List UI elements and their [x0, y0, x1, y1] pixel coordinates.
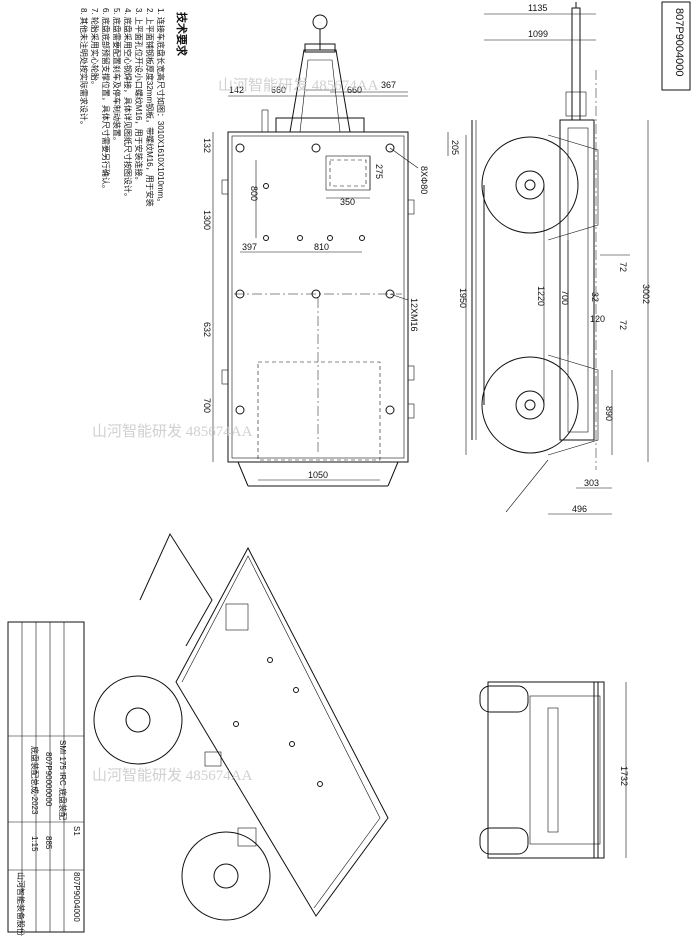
title-block-scale: 1:15	[30, 836, 39, 852]
title-block-name: 底盘装配总成-2023	[30, 746, 40, 815]
plan-dim-632: 632	[202, 322, 212, 337]
title-block-model: SMI 175 IRC 底盘装配	[58, 740, 68, 820]
plan-dim-700: 700	[202, 398, 212, 413]
isometric-view	[93, 532, 389, 921]
plan-dim-275: 275	[374, 164, 384, 179]
watermark-2: 山河智能研发 485674AA	[92, 422, 253, 440]
tech-req-item-2: 2. 上平面铺钢板厚度32mm钢板，带螺纹M16，用于安装	[145, 8, 155, 207]
tech-req-item-4: 4. 底盘采用空心钢焊接，具体详见图纸尺寸按图设计。	[123, 8, 133, 201]
title-block-drawing-no: 807P9004000	[72, 872, 81, 922]
side-dim-1135: 1135	[528, 3, 547, 13]
side-dim-700: 700	[560, 290, 570, 305]
technical-requirements: 技术要求 1. 连接车底盘长宽高尺寸如图：3010X1610X1010mm。 2…	[79, 8, 189, 207]
plan-hole-callout-b: 12XM16	[409, 298, 419, 332]
end-view: 1732	[479, 681, 629, 859]
title-block-weight: 885	[44, 836, 53, 850]
side-view: 1135 1099 72 32 120 72 700 1220 1950 300…	[458, 2, 651, 515]
side-dim-3002: 3002	[641, 284, 651, 304]
side-dim-1950: 1950	[458, 288, 468, 308]
plan-dim-810: 810	[314, 242, 329, 252]
plan-dim-1300: 1300	[202, 210, 212, 230]
side-dim-1099: 1099	[528, 29, 548, 39]
title-block-drawing-no-small: 807P90000000	[44, 752, 53, 807]
plan-dim-350: 350	[340, 197, 355, 207]
plan-dim-660b: 660	[347, 85, 362, 95]
tech-req-item-3: 3. 上平面孔位开设小口螺纹M16，用于安装连接。	[134, 8, 144, 184]
tech-req-item-7: 7. 轮胎采用实心轮胎。	[90, 8, 100, 89]
tech-req-title: 技术要求	[175, 12, 189, 57]
plan-dim-800: 800	[249, 186, 259, 201]
title-block-sheet: S1	[72, 826, 81, 836]
drawing-number-box: 807P9004000	[661, 1, 691, 91]
plan-dim-142: 142	[229, 85, 244, 95]
side-dim-72a: 72	[618, 262, 628, 272]
plan-dim-1050: 1050	[308, 470, 328, 480]
side-dim-32: 32	[590, 292, 600, 302]
side-dim-72b: 72	[618, 320, 628, 330]
plan-dim-132: 132	[202, 138, 212, 153]
tech-req-item-5: 5. 底盘需要配置刹车及停车制动装置。	[112, 8, 122, 145]
side-dim-303: 303	[584, 478, 599, 488]
drawing-number: 807P9004000	[673, 8, 685, 77]
side-dim-496: 496	[572, 504, 587, 514]
plan-dim-367: 367	[381, 80, 396, 90]
watermark-3: 山河智能研发 485674AA	[92, 766, 253, 784]
tech-req-item-6: 6. 底盘底部预留支撑位置，具体尺寸需要另行确认。	[101, 8, 111, 193]
plan-dim-660a: 660	[271, 85, 286, 95]
side-dim-890: 890	[604, 406, 614, 421]
plan-dim-397: 397	[242, 242, 257, 252]
side-dim-1220: 1220	[536, 286, 546, 306]
plan-hole-callout-a: 8XΦ80	[419, 166, 429, 194]
plan-view: 142 660 660 367 132 1300 632 700 800 205…	[202, 14, 460, 487]
tech-req-item-1: 1. 连接车底盘长宽高尺寸如图：3010X1610X1010mm。	[156, 8, 166, 206]
watermark-1: 山河智能研发 485674AA	[218, 76, 379, 94]
title-block-company: 山河智能装备股份有限公司	[16, 872, 26, 936]
end-dim-1732: 1732	[619, 766, 629, 786]
side-dim-120: 120	[590, 314, 605, 324]
tech-req-item-8: 8. 其他未注明处按实际需求设计。	[79, 8, 89, 129]
title-block: SMI 175 IRC 底盘装配 807P90000000 底盘装配总成-202…	[7, 621, 85, 936]
plan-dim-205: 205	[450, 140, 460, 155]
